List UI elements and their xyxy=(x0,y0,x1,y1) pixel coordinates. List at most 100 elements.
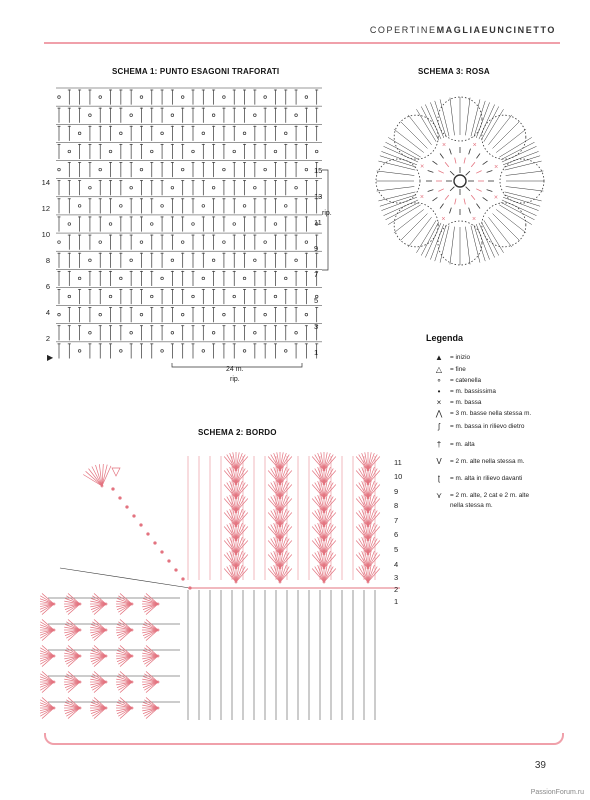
shell-stitch xyxy=(40,650,55,657)
petal-stitch xyxy=(416,220,437,253)
shell-stitch xyxy=(40,595,55,605)
shell-stitch xyxy=(323,456,337,471)
row-label: 2 xyxy=(394,585,399,594)
petal-stitch xyxy=(416,109,437,142)
chain-stitch xyxy=(294,113,298,117)
shell-stitch xyxy=(142,681,159,688)
chain-stitch xyxy=(57,95,61,99)
shell-stitch xyxy=(145,681,159,693)
shell-stitch xyxy=(67,593,81,605)
rose-stitch xyxy=(432,197,438,202)
shell-stitch xyxy=(41,697,55,709)
chain-stitch xyxy=(211,331,216,335)
shell-stitch xyxy=(116,624,133,631)
shell-stitch xyxy=(90,626,107,631)
chain-stitch xyxy=(315,222,319,226)
shell-stitch xyxy=(235,551,243,569)
rose-stitch xyxy=(449,207,452,214)
shell-stitch xyxy=(85,471,103,487)
shell-stitch xyxy=(142,702,159,709)
shell-stitch xyxy=(64,603,81,610)
shell-stitch xyxy=(64,655,81,662)
shell-stitch xyxy=(66,673,81,683)
stitch-count-label: 24 m. xyxy=(226,366,244,373)
shell-stitch xyxy=(93,603,107,615)
shell-stitch xyxy=(40,598,55,605)
shell-stitch xyxy=(358,454,369,471)
slip-stitch xyxy=(153,541,157,545)
shell-stitch xyxy=(273,467,281,485)
shell-stitch xyxy=(235,484,249,499)
chain-stitch xyxy=(104,680,108,684)
shell-stitch xyxy=(311,526,325,541)
shell-stitch xyxy=(40,702,55,709)
shell-stitch xyxy=(118,595,133,605)
shell-stitch xyxy=(276,508,281,527)
shell-stitch xyxy=(323,498,337,513)
rose-stitch xyxy=(463,198,466,205)
shell-stitch xyxy=(118,707,133,717)
row-label: 12 xyxy=(41,204,50,213)
legend-item: ⋀= 3 m. basse nella stessa m. xyxy=(428,409,531,418)
rose-stitch xyxy=(449,186,455,192)
rose-stitch xyxy=(476,188,482,192)
shell-stitch xyxy=(314,482,325,499)
legend-text: = m. bassa in rilievo dietro xyxy=(450,423,525,430)
petal-stitch xyxy=(430,223,445,260)
petal-stitch xyxy=(502,151,539,166)
repeat-bracket-right xyxy=(322,169,329,271)
shell-stitch xyxy=(270,538,281,555)
slip-stitch xyxy=(181,577,185,581)
cross-stitch-mark: × xyxy=(494,195,498,202)
petal-stitch xyxy=(470,99,481,137)
chain-stitch xyxy=(191,222,195,226)
shell-stitch xyxy=(311,470,325,485)
rose-stitch xyxy=(465,186,471,192)
shell-stitch xyxy=(88,468,103,487)
shell-stitch xyxy=(361,509,369,527)
chain-stitch xyxy=(139,167,144,172)
chain-stitch xyxy=(100,484,104,488)
cross-stitch-mark: × xyxy=(420,163,424,170)
shell-stitch xyxy=(279,481,287,499)
rose-petal xyxy=(393,114,439,160)
shell-stitch xyxy=(311,554,325,569)
petal-stitch xyxy=(499,204,532,225)
shell-stitch xyxy=(40,681,55,685)
shell-stitch xyxy=(118,673,133,683)
legend-item: ▲= inizio xyxy=(428,353,470,362)
rose-petal xyxy=(437,96,483,142)
shell-stitch xyxy=(279,536,284,555)
shell-stitch xyxy=(323,564,328,583)
shell-stitch xyxy=(67,707,81,719)
petal-stitch xyxy=(430,102,445,139)
shell-stitch xyxy=(93,655,107,667)
shell-stitch xyxy=(323,538,334,555)
rose-stitch xyxy=(476,203,481,209)
petal-stitch xyxy=(501,146,537,163)
shell-stitch xyxy=(367,512,381,527)
shell-stitch xyxy=(64,598,81,605)
row-label: 7 xyxy=(394,516,399,525)
shell-stitch xyxy=(317,509,325,527)
shell-stitch xyxy=(235,467,243,485)
petal-stitch xyxy=(478,222,495,258)
shell-stitch xyxy=(361,467,369,485)
shell-stitch xyxy=(279,550,284,569)
shell-stitch xyxy=(273,551,281,569)
petal-stitch xyxy=(488,217,513,248)
shell-stitch xyxy=(118,655,133,665)
shell-stitch xyxy=(92,595,107,605)
shell-stitch xyxy=(142,629,159,636)
shell-stitch xyxy=(267,512,281,527)
shell-stitch xyxy=(323,565,331,583)
row-label: 3 xyxy=(314,322,319,331)
legend-item: ʃ= m. bassa in rilievo dietro xyxy=(428,422,524,431)
chain-stitch xyxy=(273,294,278,299)
shell-stitch xyxy=(235,550,240,569)
rose-stitch xyxy=(449,170,455,176)
petal-stitch xyxy=(505,170,544,176)
shell-stitch xyxy=(145,603,159,615)
shell-stitch xyxy=(116,655,133,660)
shell-stitch xyxy=(40,655,55,659)
